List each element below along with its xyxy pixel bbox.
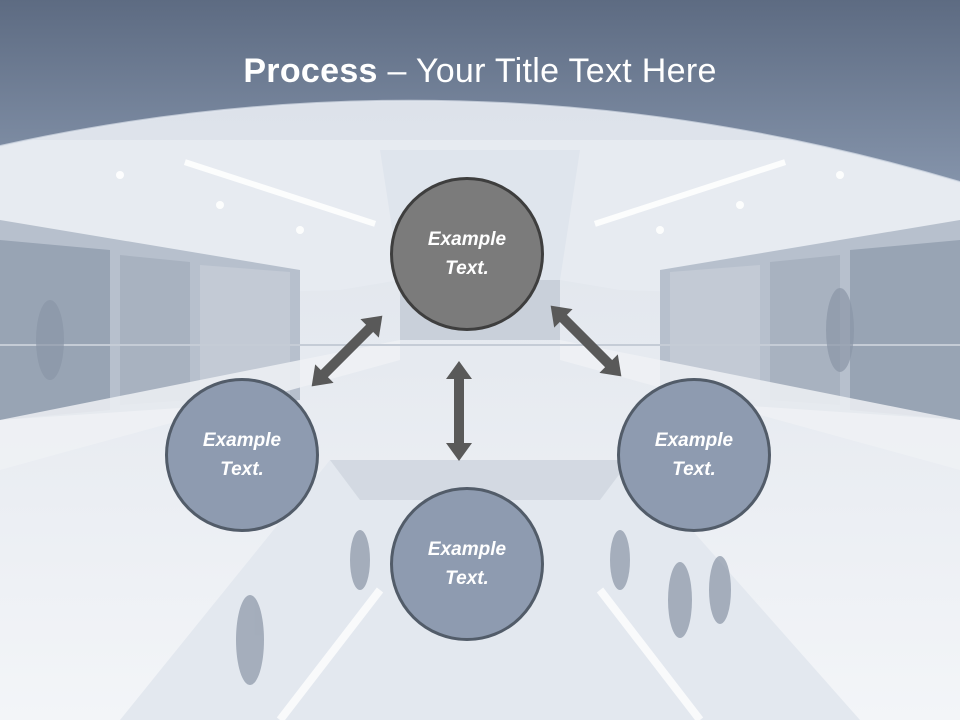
arrow-top-left (311, 315, 383, 387)
node-bottom-label: Example Text. (427, 539, 507, 589)
node-top-label: Example Text. (427, 229, 507, 279)
title-bold: Process (243, 52, 378, 90)
arrow-vertical (446, 361, 472, 461)
node-right-label: Example Text. (654, 430, 734, 480)
node-left: Example Text. (165, 378, 319, 532)
node-top: Example Text. (390, 177, 544, 331)
node-left-label: Example Text. (202, 430, 282, 480)
arrow-top-right (550, 305, 622, 377)
node-right: Example Text. (617, 378, 771, 532)
title-rest: – Your Title Text Here (377, 52, 717, 90)
node-bottom: Example Text. (390, 487, 544, 641)
slide-title: Process – Your Title Text Here (0, 52, 960, 91)
